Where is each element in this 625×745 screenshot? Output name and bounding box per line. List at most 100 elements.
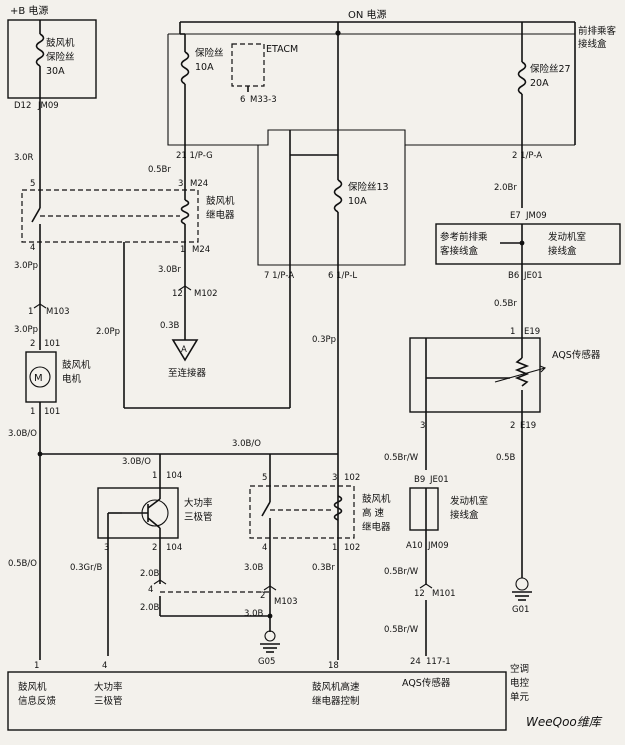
fuse13-symbol [333,179,343,213]
wire-0-3b: 0.3B [160,321,180,331]
blower-fuse-name: 鼓风机 [46,37,75,49]
wire-3-0pp: 3.0Pp [14,261,38,271]
blower-fuse-symbol [35,33,45,67]
cu-blower-feedback-2: 信息反馈 [18,695,57,707]
fuse10-symbol [180,51,190,85]
pin-2b: 2 [260,591,265,601]
power-transistor-line2: 三极管 [184,511,213,523]
pin-2: 2 [30,339,35,349]
pin-4c: 4 [102,661,107,671]
pin-m103b: M103 [274,597,298,607]
cu-transistor-1: 大功率 [94,681,123,693]
pin-m103: M103 [46,307,70,317]
pin-m24-1: 1 [180,245,185,255]
pin-m102: M102 [194,289,218,299]
pin-b9: B9 [414,475,425,485]
wire-0-5br-w: 0.5Br/W [384,453,419,463]
high-relay-line3: 继电器 [362,521,391,533]
cu-aqs: AQS传感器 [402,677,451,689]
pin-5: 5 [262,473,267,483]
engine-box-lower-line1: 发动机室 [450,495,488,507]
pin-a10: A10 [406,541,423,551]
high-relay-line2: 高 速 [362,507,385,519]
blower-motor-box [25,351,57,403]
fuse13-rating: 10A [348,196,367,207]
pin-jm09b: JM09 [525,211,547,221]
blower-motor-symbol: M [34,373,43,384]
blower-relay-box [21,189,199,243]
pin-102b: 102 [344,543,360,553]
high-relay-coil [333,495,343,521]
pin-104b: 104 [166,543,182,553]
blower-fuse-connector: JM09 [37,101,59,111]
front-junction-line2: 接线盒 [578,38,607,50]
wire-0-3pp: 0.3Pp [312,335,336,345]
aqs-resistor-symbol [514,357,530,387]
ref-box-line2: 客接线盒 [440,245,479,257]
wire-2-0pp: 2.0Pp [96,327,120,337]
wire-0-3br: 0.3Br [312,563,335,573]
wire-0-5br-b: 0.5Br [494,299,517,309]
wire-3-0bo2: 3.0B/O [232,439,261,449]
pin-1-104: 1 [152,471,157,481]
pin-6-1pl: 6 1/P-L [328,271,357,281]
engine-box-upper [435,223,621,265]
wire-3-0r: 3.0R [14,153,34,163]
high-relay-line1: 鼓风机 [362,493,391,505]
etacm-box [231,43,265,87]
blower-fuse-name2: 保险丝 [46,51,75,63]
pin-m24b: M24 [192,245,210,255]
b-plus-label: +B 电源 [10,4,48,17]
on-power-label: ON 电源 [348,8,387,21]
pin-m24: M24 [190,179,208,189]
wire-3-0b: 3.0B [244,563,264,573]
etacm-pin: 6 [240,95,245,105]
fuse10-name: 保险丝 [195,47,224,59]
pin-101b: 101 [44,407,60,417]
fuse13-name: 保险丝13 [348,181,389,193]
pin-104: 104 [166,471,182,481]
front-junction-line1: 前排乘客 [578,25,617,37]
pin-jm09c: JM09 [427,541,449,551]
wire-3-0br: 3.0Br [158,265,181,275]
pin-m24-5: 5 [30,179,35,189]
pin-12: 12 [172,289,183,299]
pin-117: 117-1 [426,657,451,667]
power-transistor-line1: 大功率 [184,497,213,509]
pin-1: 1 [28,307,33,317]
connector-a-symbol [171,339,199,362]
fuse27-rating: 20A [530,78,549,89]
pin-3-102: 3 [332,473,337,483]
engine-box-line1: 发动机室 [548,231,586,243]
wire-0-5b-o: 0.5B/O [8,559,37,569]
pin-e3: 3 [420,421,425,431]
blower-fuse-box [7,19,97,99]
fuse27-name: 保险丝27 [530,63,571,75]
ground-g01: G01 [512,605,529,615]
high-relay-box [249,485,355,539]
pin-102: 102 [344,473,360,483]
cu-transistor-2: 三极管 [94,695,123,707]
fuse10-rating: 10A [195,62,214,73]
pin-e1: 1 [510,327,515,337]
wire-2-0b: 2.0B [140,569,160,579]
pin-1b: 1 [30,407,35,417]
pin-3: 3 [104,543,109,553]
pin-12b: 12 [414,589,425,599]
blower-fuse-pin: D12 [14,101,31,111]
wire-3-0bo3: 3.0B/O [122,457,151,467]
wire-3-0bo: 3.0B/O [8,429,37,439]
pin-1c: 1 [34,661,39,671]
fuse27-symbol [517,61,527,95]
etacm-connector: M33-3 [250,95,277,105]
cu-high-relay-1: 鼓风机高速 [312,681,360,693]
cu-ac-1: 空调 [510,663,529,675]
pin-18: 18 [328,661,339,671]
cu-blower-feedback-1: 鼓风机 [18,681,47,693]
pin-101: 101 [44,339,60,349]
pin-e19: E19 [524,327,540,337]
wire-2-0br: 2.0Br [494,183,517,193]
cu-ac-2: 电控 [510,677,530,689]
